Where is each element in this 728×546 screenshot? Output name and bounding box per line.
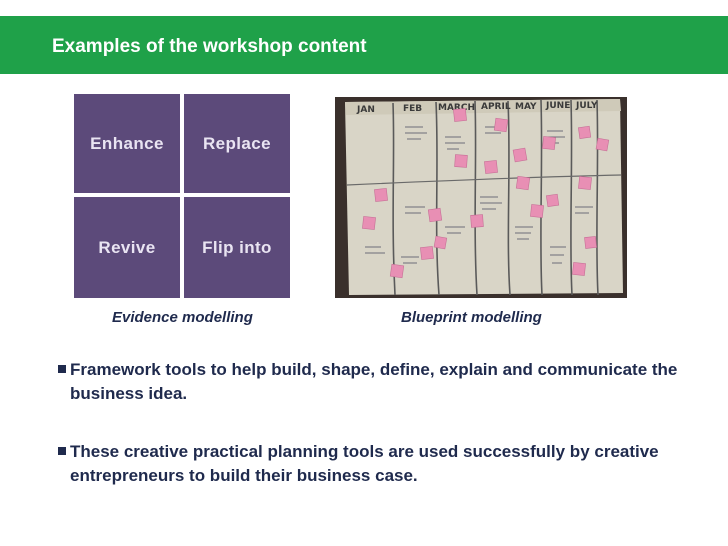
month-feb: FEB <box>403 104 422 114</box>
evidence-model-grid: Enhance Replace Revive Flip into <box>74 94 290 298</box>
blueprint-board-header <box>345 99 621 115</box>
sticky-note <box>433 235 448 250</box>
month-jan: JAN <box>356 105 375 115</box>
sticky-note <box>374 188 388 202</box>
sticky-note <box>389 263 405 279</box>
blueprint-caption: Blueprint modelling <box>401 309 542 326</box>
bullet-item: These creative practical planning tools … <box>58 440 678 488</box>
bullet-text: Framework tools to help build, shape, de… <box>70 360 678 403</box>
square-bullet-icon <box>58 447 66 455</box>
bullet-text: These creative practical planning tools … <box>70 442 659 485</box>
sticky-note <box>512 147 528 163</box>
sticky-note <box>515 175 531 191</box>
month-april: APRIL <box>481 102 511 112</box>
month-june: JUNE <box>545 101 570 111</box>
title-bar: Examples of the workshop content <box>0 16 728 74</box>
evidence-caption: Evidence modelling <box>112 309 253 326</box>
blueprint-sticky-notes <box>362 108 610 279</box>
sticky-note <box>453 108 467 122</box>
sticky-note <box>530 204 544 218</box>
grid-cell-replace: Replace <box>184 94 290 193</box>
sticky-note <box>595 137 610 152</box>
grid-cell-enhance: Enhance <box>74 94 180 193</box>
sticky-note <box>427 207 443 223</box>
month-may: MAY <box>515 102 537 112</box>
sticky-note <box>546 193 560 207</box>
blueprint-photo: JAN FEB MARCH APRIL MAY JUNE JULY <box>335 97 627 298</box>
sticky-note <box>572 262 586 276</box>
sticky-note <box>362 216 376 230</box>
blueprint-month-headings: JAN FEB MARCH APRIL MAY JUNE JULY <box>356 101 598 115</box>
sticky-note <box>584 236 597 249</box>
sticky-note <box>484 160 498 174</box>
grid-cell-flip-into: Flip into <box>184 197 290 298</box>
slide-title: Examples of the workshop content <box>52 36 367 57</box>
sticky-note <box>470 214 484 228</box>
sticky-note <box>578 125 592 139</box>
month-march: MARCH <box>438 103 475 113</box>
grid-cell-revive: Revive <box>74 197 180 298</box>
sticky-note <box>542 136 556 150</box>
blueprint-board-illustration: JAN FEB MARCH APRIL MAY JUNE JULY <box>345 99 623 296</box>
sticky-note <box>454 154 468 168</box>
bullet-item: Framework tools to help build, shape, de… <box>58 358 678 406</box>
sticky-note <box>493 117 509 133</box>
square-bullet-icon <box>58 365 66 373</box>
month-july: JULY <box>575 101 598 111</box>
sticky-note <box>420 246 434 260</box>
blueprint-row-line <box>346 174 622 186</box>
sticky-note <box>578 176 592 190</box>
